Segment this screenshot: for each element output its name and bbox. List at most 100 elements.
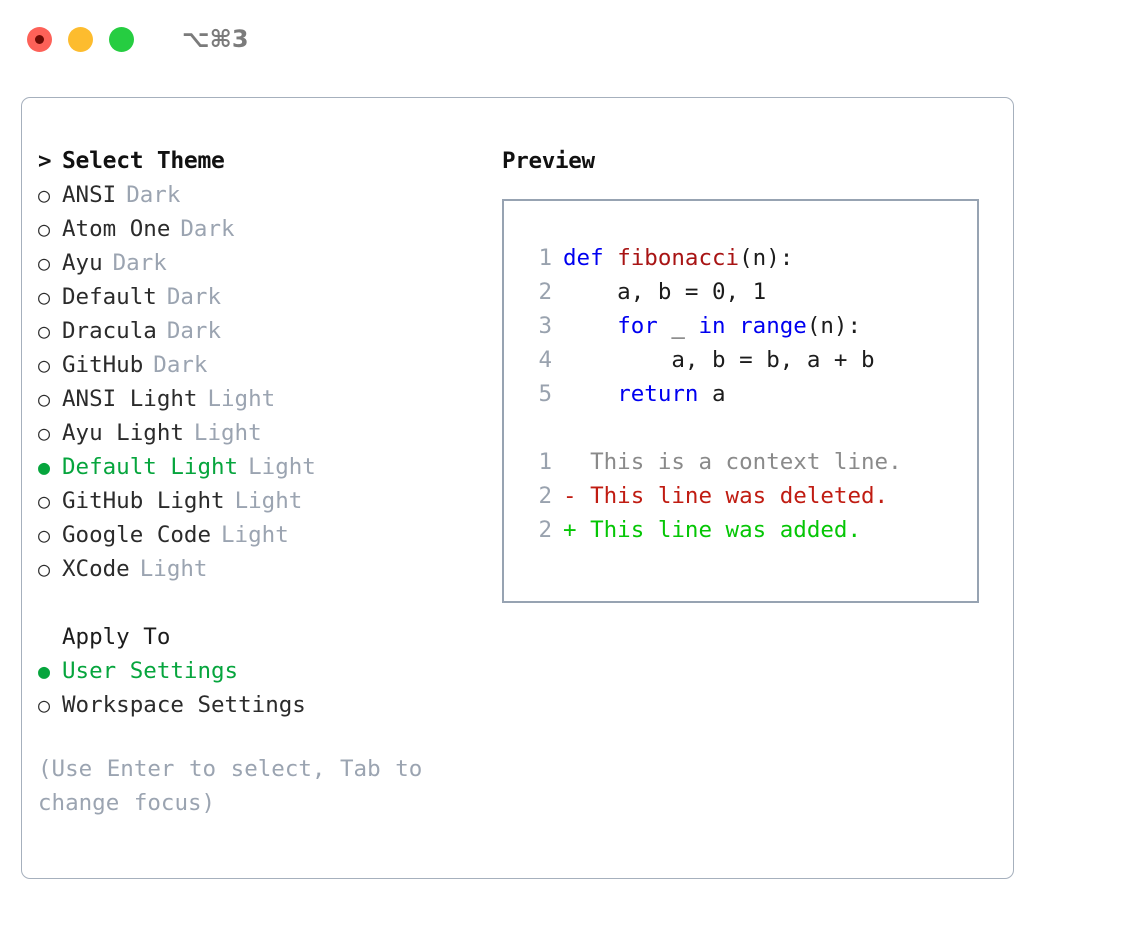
theme-name: GitHub: [62, 352, 144, 378]
window-controls: [27, 26, 134, 52]
theme-list-item[interactable]: ○ Ayu Dark: [38, 246, 478, 280]
theme-kind-badge: Light: [139, 556, 208, 582]
theme-name: ANSI: [62, 182, 117, 208]
diff-text-del: - This line was deleted.: [563, 483, 889, 509]
theme-name: GitHub Light: [62, 488, 225, 514]
radio-unselected-icon[interactable]: ○: [38, 353, 51, 377]
line-number: 2: [538, 279, 552, 305]
code-token-plain: a, b = 0, 1: [563, 279, 767, 305]
line-number: 1: [538, 449, 552, 475]
minimize-button[interactable]: [68, 26, 93, 52]
line-number: 5: [538, 381, 552, 407]
theme-name: Default: [62, 284, 157, 310]
maximize-button[interactable]: [109, 26, 134, 52]
radio-unselected-icon[interactable]: ○: [38, 421, 51, 445]
select-theme-header: > Select Theme: [38, 144, 478, 178]
diff-sample: 1 This is a context line. 2 - This line wa…: [504, 445, 977, 547]
code-text: for _ in range(n):: [563, 309, 861, 343]
theme-list-item[interactable]: ● Default Light Light: [38, 450, 478, 484]
theme-kind-badge: Light: [234, 488, 303, 514]
theme-kind-badge: Light: [207, 386, 276, 412]
theme-kind-badge: Dark: [180, 216, 235, 242]
theme-list-item[interactable]: ○ GitHub Light Light: [38, 484, 478, 518]
apply-to-list: ● User Settings ○ Workspace Settings: [38, 654, 478, 722]
radio-unselected-icon[interactable]: ○: [38, 285, 51, 309]
theme-list-item[interactable]: ○ XCode Light: [38, 552, 478, 586]
theme-kind-badge: Dark: [112, 250, 167, 276]
radio-selected-icon[interactable]: ●: [38, 659, 51, 683]
apply-to-item[interactable]: ● User Settings: [38, 654, 478, 688]
theme-list-item[interactable]: ○ ANSI Light Light: [38, 382, 478, 416]
code-token-punct: (n):: [739, 245, 794, 271]
line-number: 1: [538, 245, 552, 271]
keyboard-shortcut-label: ⌥⌘3: [182, 25, 249, 53]
line-number: 2: [538, 483, 552, 509]
code-token-kw: in: [698, 313, 726, 339]
radio-unselected-icon[interactable]: ○: [38, 387, 51, 411]
theme-list-item[interactable]: ○ Atom One Dark: [38, 212, 478, 246]
line-number: 3: [538, 313, 552, 339]
close-active-dot-icon: [35, 34, 44, 44]
theme-name: Atom One: [62, 216, 171, 242]
theme-kind-badge: Dark: [166, 318, 222, 344]
theme-name: Default Light: [62, 454, 239, 480]
theme-kind-badge: Light: [248, 454, 316, 480]
page-title: Select Theme: [62, 148, 225, 174]
theme-list-item[interactable]: ○ Default Dark: [38, 280, 478, 314]
radio-unselected-icon[interactable]: ○: [38, 489, 51, 513]
code-token-plain: a: [698, 381, 726, 407]
close-button[interactable]: [27, 26, 52, 52]
radio-unselected-icon[interactable]: ○: [38, 557, 51, 581]
apply-to-label-text: User Settings: [62, 658, 239, 684]
spacer: [504, 411, 977, 445]
radio-unselected-icon[interactable]: ○: [38, 217, 51, 241]
code-token-plain: a, b = b, a + b: [563, 347, 875, 373]
code-token-punct: (n):: [806, 313, 862, 339]
diff-text-ctx: This is a context line.: [563, 449, 902, 475]
theme-list-item[interactable]: ○ Dracula Dark: [38, 314, 478, 348]
radio-unselected-icon[interactable]: ○: [38, 523, 51, 547]
line-number: 2: [538, 517, 552, 543]
code-line: 3 for _ in range(n):: [504, 309, 977, 343]
theme-name: XCode: [62, 556, 130, 582]
code-text: return a: [563, 377, 726, 411]
radio-unselected-icon[interactable]: ○: [38, 251, 51, 275]
radio-unselected-icon[interactable]: ○: [38, 319, 51, 343]
diff-line: 2 - This line was deleted.: [504, 479, 977, 513]
code-line: 4 a, b = b, a + b: [504, 343, 977, 377]
code-text: a, b = b, a + b: [563, 343, 875, 377]
window-titlebar: ⌥⌘3: [0, 0, 1140, 78]
line-number: 4: [538, 347, 552, 373]
apply-to-label-text: Workspace Settings: [62, 692, 306, 718]
preview-title: Preview: [502, 148, 595, 174]
theme-name: ANSI Light: [62, 386, 198, 412]
apply-to-item[interactable]: ○ Workspace Settings: [38, 688, 478, 722]
spacer: [38, 586, 478, 620]
code-token-plain: _: [657, 313, 699, 339]
theme-name: Ayu Light: [62, 420, 184, 446]
apply-to-label: Apply To: [62, 624, 171, 650]
radio-unselected-icon[interactable]: ○: [38, 693, 51, 717]
code-token-plain: [563, 313, 617, 339]
theme-kind-badge: Dark: [153, 352, 208, 378]
caret-icon: >: [38, 148, 52, 174]
code-token-kw: return: [617, 381, 699, 407]
keyboard-hint: (Use Enter to select, Tab to change focu…: [38, 756, 423, 816]
theme-list-item[interactable]: ○ GitHub Dark: [38, 348, 478, 382]
radio-unselected-icon[interactable]: ○: [38, 183, 51, 207]
theme-kind-badge: Dark: [166, 284, 222, 310]
code-token-kw: def: [563, 245, 604, 271]
theme-name: Ayu: [62, 250, 103, 276]
code-text: a, b = 0, 1: [563, 275, 766, 309]
theme-name: Dracula: [62, 318, 157, 344]
radio-selected-icon[interactable]: ●: [38, 455, 51, 479]
